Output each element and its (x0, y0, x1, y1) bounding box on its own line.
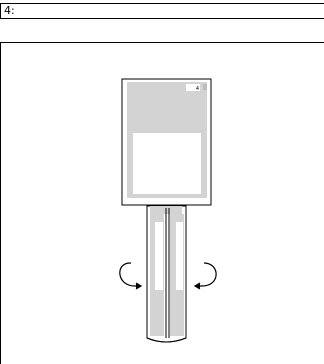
tube-right-highlight (176, 222, 183, 290)
page-number: 4 (196, 86, 199, 92)
step-header-bar: 4: (0, 3, 324, 19)
page-number-box (186, 84, 200, 91)
rolled-tube (146, 205, 187, 343)
corner-mark (203, 84, 207, 90)
tube-left-highlight (155, 222, 163, 290)
rotate-left-arrow (119, 262, 143, 290)
sheet-white-panel (133, 133, 201, 194)
illustration-frame (0, 42, 324, 364)
document-sheet: 4 (121, 78, 212, 206)
rotate-right-arrow (193, 262, 217, 290)
step-number: 4: (4, 4, 15, 17)
